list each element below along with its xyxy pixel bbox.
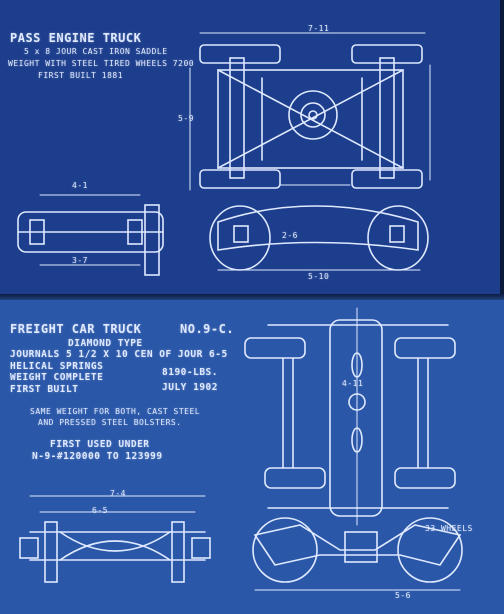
- dim-label: 4-1: [72, 181, 88, 190]
- engine-truck-side-view-right: [209, 184, 429, 271]
- built-label: FIRST BUILT: [10, 384, 79, 395]
- dim-label: 5-6: [395, 591, 411, 600]
- number-range: N-9-#120000 TO 123999: [32, 451, 163, 462]
- built-value: JULY 1902: [162, 382, 218, 393]
- engine-truck-plan-view: [189, 32, 431, 191]
- dim-label: 5-9: [178, 114, 194, 123]
- dim-label: 2-6: [282, 231, 298, 240]
- journals-spec: JOURNALS 5 1/2 X 10 CEN OF JOUR 6-5: [10, 349, 228, 360]
- dim-label: 7-11: [308, 24, 330, 33]
- freight-car-truck-sheet: FREIGHT CAR TRUCK NO.9-C. DIAMOND TYPE J…: [0, 300, 504, 614]
- freight-truck-axle-elevation: [19, 495, 211, 583]
- note-line: SAME WEIGHT FOR BOTH, CAST STEEL: [30, 407, 201, 416]
- freight-truck-drawing: [19, 307, 463, 591]
- engine-truck-drawing: [17, 32, 431, 276]
- dim-label: 3-7: [72, 256, 88, 265]
- first-built: FIRST BUILT 1881: [38, 71, 124, 80]
- truck-number: NO.9-C.: [180, 322, 235, 336]
- engine-truck-side-view-left: [17, 194, 164, 276]
- saddle-spec: 5 x 8 JOUR CAST IRON SADDLE: [24, 47, 168, 56]
- pass-engine-truck-sheet: PASS ENGINE TRUCK 5 x 8 JOUR CAST IRON S…: [0, 0, 500, 298]
- note-line: AND PRESSED STEEL BOLSTERS.: [38, 418, 182, 427]
- dim-label: 4-11: [342, 379, 364, 388]
- dim-label: 7-4: [110, 489, 126, 498]
- freight-truck-plan-view: [244, 307, 456, 526]
- truck-type: DIAMOND TYPE: [68, 338, 143, 349]
- dim-label: 6-5: [92, 506, 108, 515]
- first-used-label: FIRST USED UNDER: [50, 439, 150, 450]
- springs-spec: HELICAL SPRINGS: [10, 361, 104, 372]
- sheet-title: FREIGHT CAR TRUCK: [10, 322, 142, 336]
- weight-spec: WEIGHT WITH STEEL TIRED WHEELS 7200: [8, 59, 195, 68]
- dim-label: 5-10: [308, 272, 330, 281]
- weight-label: WEIGHT COMPLETE: [10, 372, 104, 383]
- wheel-label: 33 WHEELS: [425, 524, 473, 533]
- weight-value: 8190-LBS.: [162, 367, 218, 378]
- freight-truck-side-view: [252, 517, 463, 591]
- sheet-title: PASS ENGINE TRUCK: [10, 31, 142, 45]
